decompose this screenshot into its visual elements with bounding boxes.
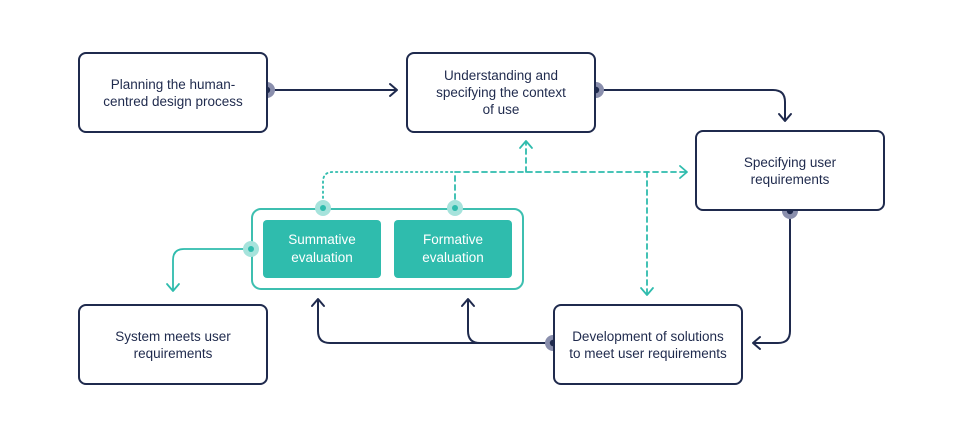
arrow-development-to-summative [317,299,554,344]
dashed-formative-feedback [454,171,687,209]
arrowhead-requirements-to-development [752,336,761,350]
dotted-summative-feedback [322,171,456,209]
arrowhead-planning-to-context [389,83,398,97]
arrow-requirements-to-development [753,210,791,344]
node-system-meets: System meets user requirements [78,304,268,385]
arrowhead-development-to-summative [311,298,325,307]
node-development: Development of solutions to meet user re… [553,304,743,385]
arrowhead-context-to-requirements [778,113,792,122]
arrow-summative-to-meets [172,248,252,291]
arrowhead-feedback-to-development [640,287,654,296]
node-formative-evaluation: Formative evaluation [394,220,512,278]
arrowhead-feedback-to-context [519,140,533,149]
node-specifying-requirements: Specifying user requirements [695,130,885,211]
arrow-context-to-requirements [595,89,786,121]
arrowhead-development-to-formative [461,298,475,307]
arrow-development-to-formative [467,299,481,344]
node-context: Understanding and specifying the context… [406,52,596,133]
arrowhead-summative-to-meets [166,283,180,292]
node-planning: Planning the human- centred design proce… [78,52,268,133]
node-summative-evaluation: Summative evaluation [263,220,381,278]
arrowhead-feedback-to-requirements [679,165,688,179]
